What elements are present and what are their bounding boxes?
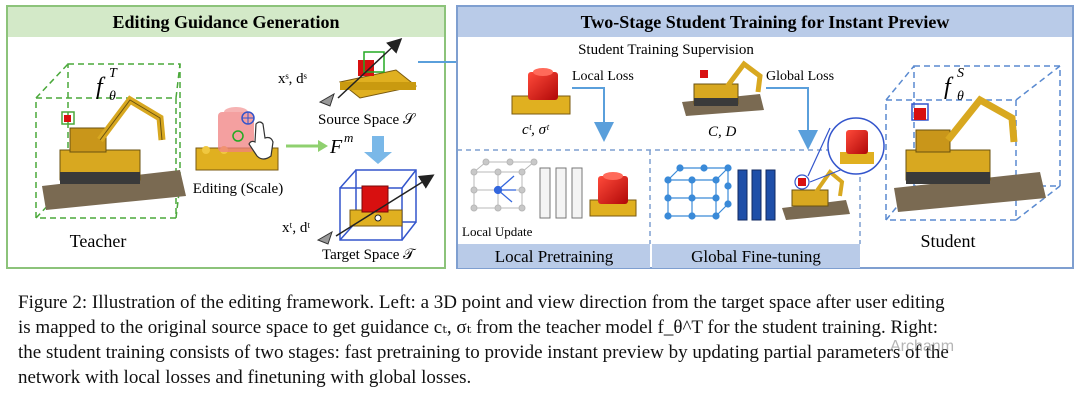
global-loss-arrow [766,87,818,150]
teacher-excavator-image [42,95,186,210]
svg-text:θ: θ [109,89,116,104]
svg-text:f: f [944,74,954,100]
target-camera-icon [316,230,333,245]
local-loss-label: Local Loss [572,69,634,84]
left-panel: Editing Guidance Generation f θ T Teac [6,5,446,269]
svg-text:m: m [344,130,353,145]
global-grid-icon [664,164,732,220]
xs-label: xˢ, dˢ [278,71,307,87]
global-finetuning-bar [652,244,860,268]
map-down-arrow [372,136,384,152]
student-symbol: f θ S [944,66,964,104]
local-update-label: Local Update [462,224,533,239]
global-mlp-icon [737,169,776,221]
source-camera-icon [318,92,335,107]
editing-brick-image [195,107,279,171]
caption-line-4: network with local losses and finetuning… [18,367,472,388]
watermark: Archanm [890,338,955,355]
right-panel: Two-Stage Student Training for Instant P… [456,5,1074,269]
local-loss-arrow [572,87,614,142]
caption-line-2: is mapped to the original source space t… [18,317,938,338]
cd-label: C, D [708,124,737,140]
source-ray [337,37,403,99]
teacher-label: Teacher [70,231,127,251]
svg-text:T: T [109,66,118,81]
target-ray [335,174,435,237]
editing-label: Editing (Scale) [193,181,283,197]
ct-sigma-label: cᵗ, σᵗ [522,122,550,138]
mapping-symbol: F m [329,130,353,158]
local-mlp-icon [539,167,583,219]
local-pretraining-bar [458,244,650,268]
global-finetuning-label: Global Fine-tuning [691,247,821,266]
zoom-inset [807,117,885,183]
svg-text:S: S [957,66,964,81]
caption-line-1: Figure 2: Illustration of the editing fr… [18,292,945,313]
edit-arrow-head [318,140,328,152]
xt-label: xᵗ, dᵗ [282,220,310,236]
svg-text:θ: θ [957,89,964,104]
student-label: Student [920,231,975,251]
student-excavator-image [894,95,1046,212]
svg-text:F: F [329,136,343,158]
source-space-label: Source Space 𝒮 [318,112,416,128]
local-pretraining-label: Local Pretraining [495,247,614,266]
guidance-brick-image [511,68,571,115]
caption-line-3: the student training consists of two sta… [18,342,949,363]
supervision-label: Student Training Supervision [578,42,754,58]
local-grid-icon [470,158,538,212]
teacher-symbol: f θ T [96,66,118,104]
global-excavator-image [682,60,764,116]
left-panel-title: Editing Guidance Generation [112,12,339,32]
svg-text:f: f [96,74,106,100]
right-panel-title: Two-Stage Student Training for Instant P… [581,12,950,32]
target-brick-image [349,185,403,227]
global-loss-label: Global Loss [766,69,834,84]
framework-figure: Editing Guidance Generation f θ T Teac [6,5,1074,269]
local-update-arrows [493,175,516,203]
local-preview-brick-image [589,172,637,217]
figure-caption: Figure 2: Illustration of the editing fr… [18,290,1068,390]
source-space-image [338,51,418,99]
target-space-label: Target Space 𝒯 [322,247,417,263]
global-preview-excavator-image [782,169,850,220]
